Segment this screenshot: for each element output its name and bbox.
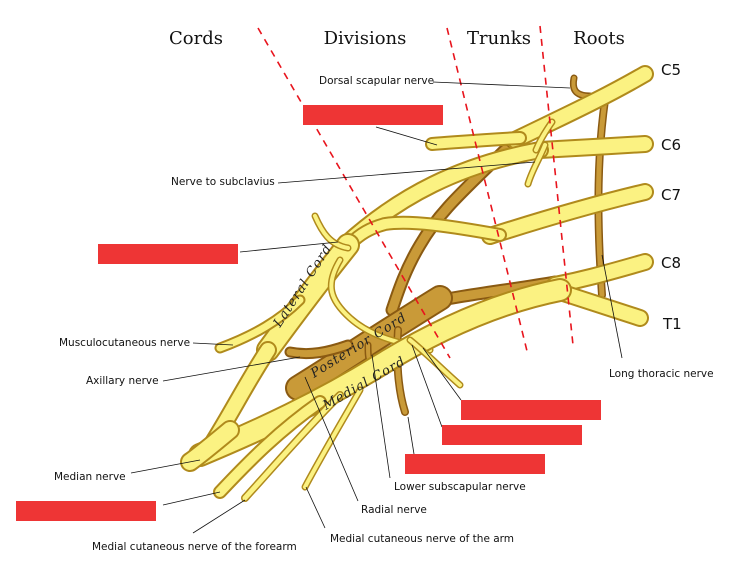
redacted-label-box [303,105,443,125]
column-headers: Cords Divisions Trunks Roots [169,28,625,49]
redacted-label-box [16,501,156,521]
root-label-c7: C7 [661,186,681,204]
header-trunks: Trunks [467,28,531,49]
label-musculocutaneous-nerve: Musculocutaneous nerve [59,337,190,349]
divider-cords-divisions [257,27,451,359]
redacted-label-box [461,400,601,420]
divider-trunks-roots [539,25,574,346]
header-divisions: Divisions [324,28,407,49]
header-roots: Roots [573,28,625,49]
root-labels: C5 C6 C7 C8 T1 [661,61,682,333]
region-dividers [257,25,574,359]
redacted-label-box [98,244,238,264]
label-axillary-nerve: Axillary nerve [86,375,159,387]
label-medial-cutaneous-forearm: Medial cutaneous nerve of the forearm [92,541,297,553]
nerve-labels: Dorsal scapular nerve Nerve to subclaviu… [54,75,714,553]
redacted-label-box [442,425,582,445]
label-long-thoracic-nerve: Long thoracic nerve [609,368,714,380]
root-label-c6: C6 [661,136,681,154]
divider-divisions-trunks [446,27,529,356]
label-dorsal-scapular-nerve: Dorsal scapular nerve [319,75,434,87]
leader-lines [130,81,623,534]
header-cords: Cords [169,28,223,49]
label-median-nerve: Median nerve [54,471,126,483]
label-lower-subscapular-nerve: Lower subscapular nerve [394,481,526,493]
yellow-nerves [180,65,654,502]
redacted-labels [16,105,601,521]
root-label-t1: T1 [662,315,682,333]
redacted-label-box [405,454,545,474]
label-nerve-to-subclavius: Nerve to subclavius [171,176,275,188]
label-medial-cutaneous-arm: Medial cutaneous nerve of the arm [330,533,514,545]
root-label-c5: C5 [661,61,681,79]
label-radial-nerve: Radial nerve [361,504,427,516]
root-label-c8: C8 [661,254,681,272]
